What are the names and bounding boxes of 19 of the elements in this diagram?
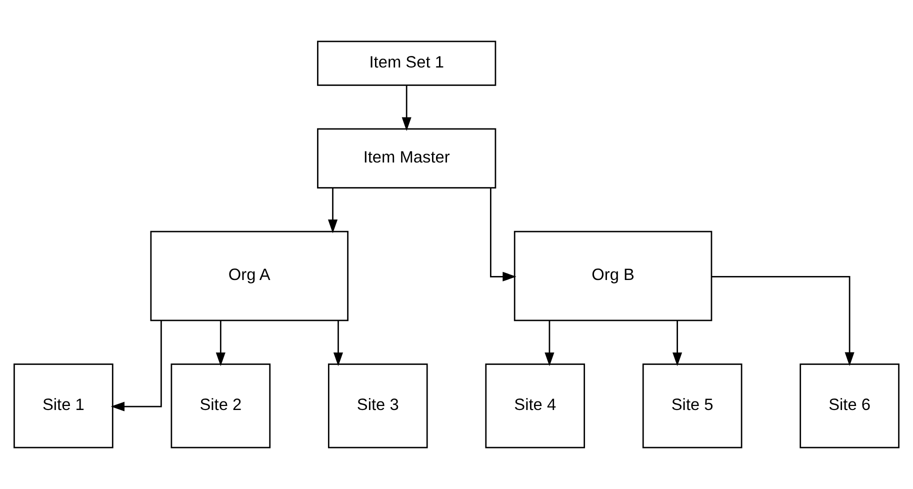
arrow <box>333 320 344 366</box>
arrow <box>110 320 162 412</box>
node-box: Site 4 <box>485 363 586 448</box>
node-box: Org A <box>150 230 348 322</box>
arrow <box>216 320 226 366</box>
node-box: Item Set 1 <box>317 40 496 86</box>
node-box: Site 6 <box>800 363 900 448</box>
arrow <box>402 85 412 131</box>
node-box: Site 5 <box>642 363 742 448</box>
arrow <box>712 276 854 366</box>
arrow <box>328 188 338 234</box>
node-box: Item Master <box>317 128 496 188</box>
arrow <box>672 320 682 366</box>
node-box: Site 2 <box>170 363 271 448</box>
arrow <box>544 320 554 366</box>
node-box: Site 1 <box>14 363 114 448</box>
node-box: Site 3 <box>328 363 428 448</box>
arrow <box>490 188 516 282</box>
node-box: Org B <box>514 230 712 322</box>
